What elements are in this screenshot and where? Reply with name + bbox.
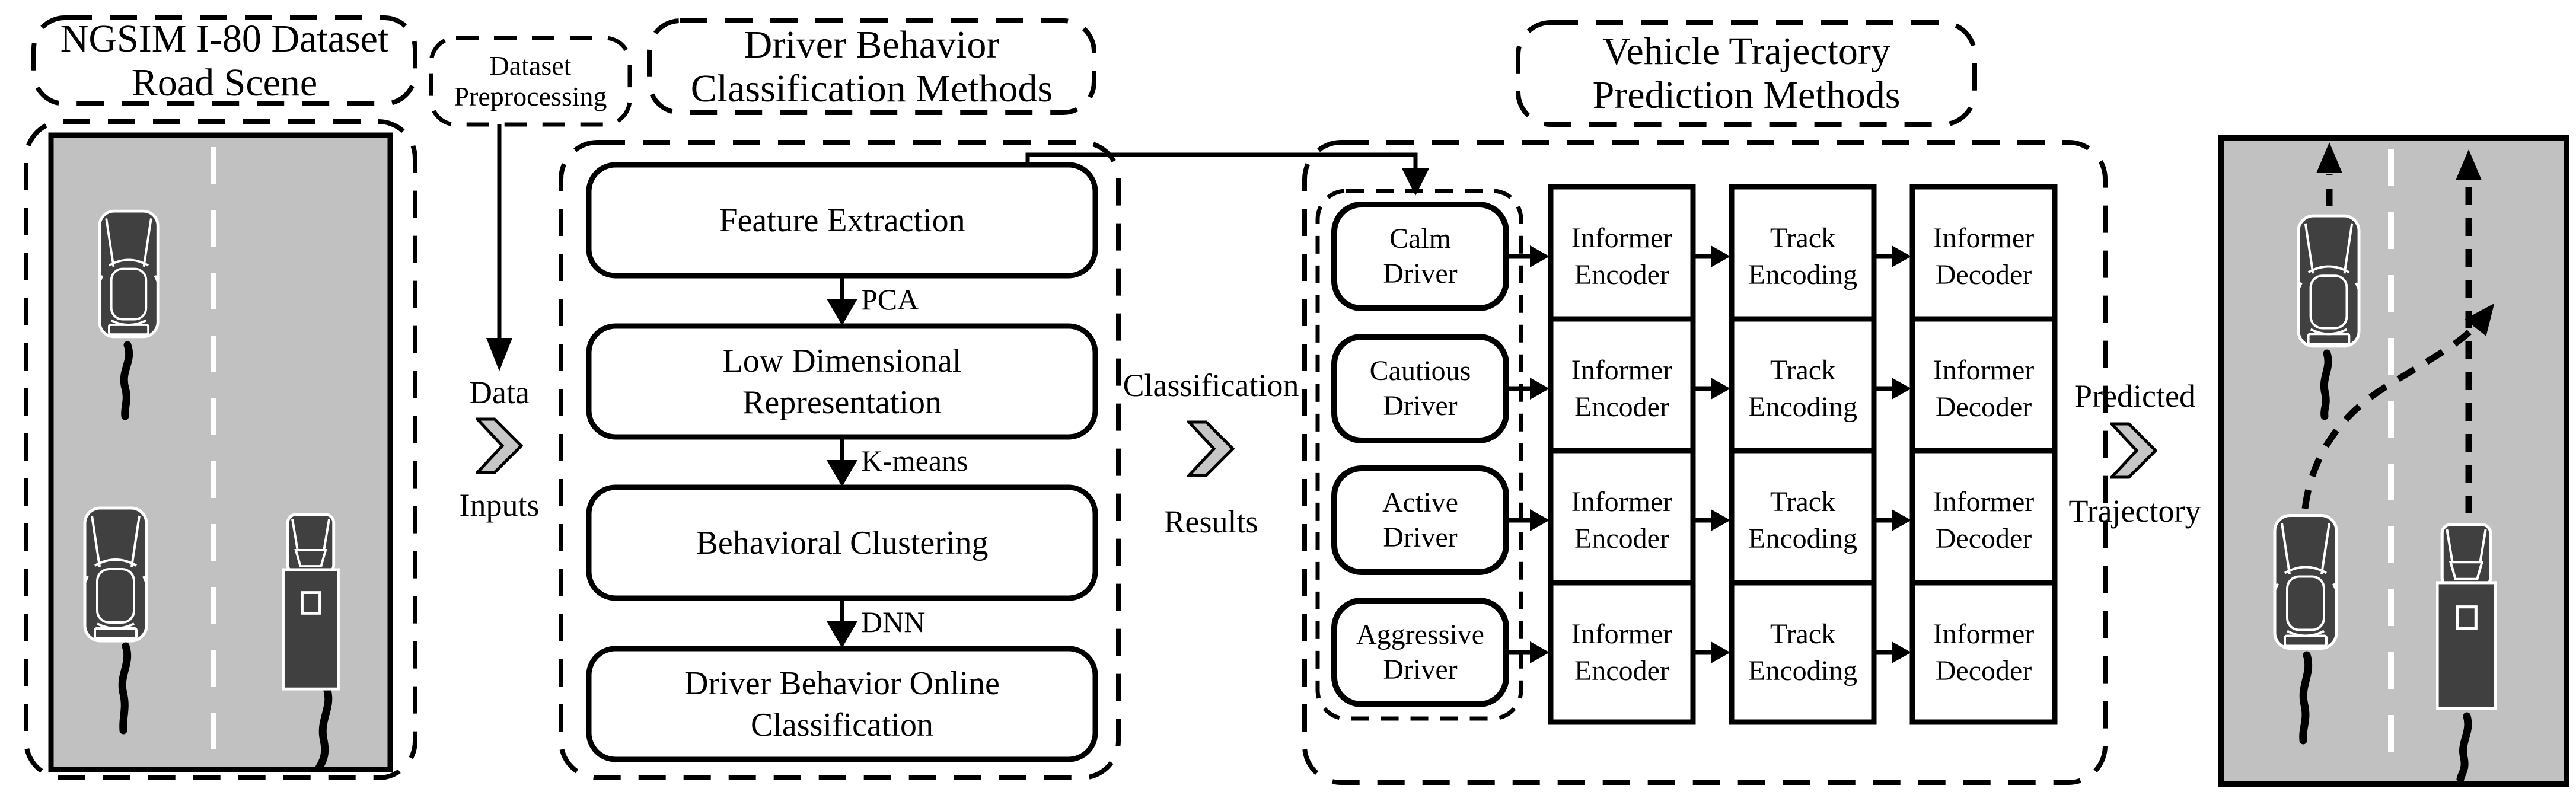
chevron-icon — [477, 419, 521, 472]
car-icon — [84, 508, 147, 641]
chevron-icon — [2112, 424, 2156, 477]
classification-results-bottom: Results — [1163, 503, 1258, 539]
arrowhead-down — [827, 460, 857, 487]
car-icon — [2298, 216, 2360, 346]
flow-step-low-dimensional — [586, 323, 1098, 440]
predicted-trajectory-top: Predicted — [2074, 378, 2195, 414]
history-trail — [118, 642, 132, 735]
arrow-label-pca: PCA — [861, 283, 919, 316]
truck-icon — [283, 515, 339, 689]
flow-step-behavioral-clustering — [586, 484, 1098, 601]
arrow-label-dnn: DNN — [861, 605, 926, 638]
arrowhead-up-right — [2465, 303, 2495, 336]
data-inputs-bottom: Inputs — [459, 487, 540, 523]
flow-step-online-classification — [586, 646, 1098, 762]
history-trail — [315, 687, 333, 772]
flow-step-feature-extraction — [586, 162, 1098, 279]
arrowhead-down — [827, 621, 857, 648]
flow-label-feature-extraction: Feature Extraction — [719, 202, 965, 239]
dataset-title-box — [31, 15, 417, 106]
history-trail — [2299, 651, 2313, 745]
feature-to-drivers-connector — [1025, 152, 1418, 168]
car-icon — [99, 211, 158, 337]
predicted-trajectory-bottom: Trajectory — [2068, 493, 2201, 529]
flow-label-behavioral-clustering: Behavioral Clustering — [696, 524, 989, 561]
prediction-title-box — [1516, 20, 1977, 127]
classification-results-top: Classification — [1123, 367, 1299, 403]
preprocessing-box — [429, 36, 632, 127]
arrowhead-down — [1402, 168, 1429, 196]
chevron-icon — [1189, 422, 1233, 475]
arrow-label-kmeans: K-means — [861, 444, 968, 477]
arrowhead-down — [486, 338, 512, 371]
data-inputs-top: Data — [469, 374, 530, 410]
driver-types-group — [1315, 189, 1523, 721]
classification-title-box — [647, 18, 1096, 115]
history-trail — [2320, 349, 2332, 420]
arrowhead-down — [827, 299, 857, 325]
history-trail — [2456, 712, 2472, 783]
car-icon — [2274, 516, 2337, 649]
road-scene-left-container — [24, 119, 417, 780]
classification-container — [559, 140, 1121, 780]
arrowhead-up — [2316, 142, 2342, 173]
truck-icon — [2437, 525, 2495, 708]
prediction-container — [1302, 140, 2108, 785]
arrowhead-up — [2456, 149, 2482, 180]
history-trail — [120, 341, 133, 420]
predicted-trajectory-lane-change — [2301, 327, 2475, 509]
